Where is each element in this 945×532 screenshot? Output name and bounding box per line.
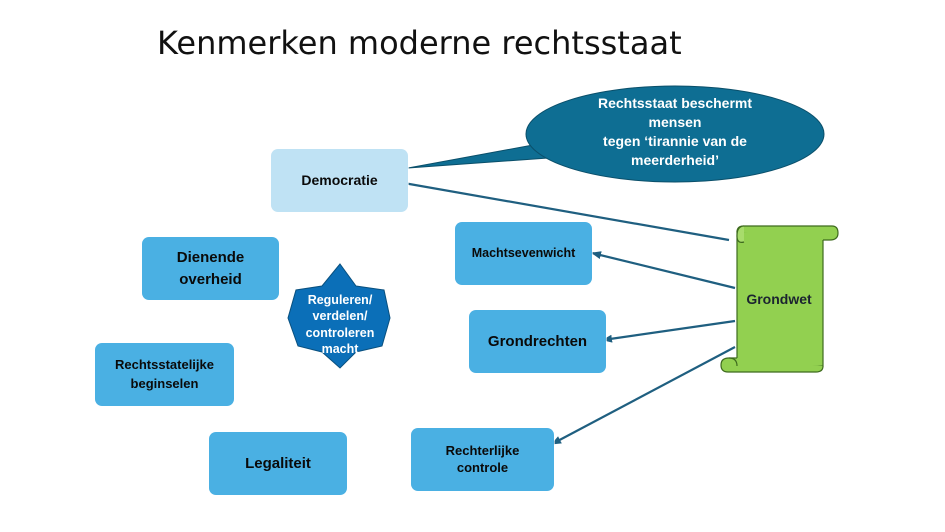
box-rechterlijke-controle: Rechterlijke controle <box>411 428 554 491</box>
box-legaliteit: Legaliteit <box>209 432 347 495</box>
box-democratie-label: Democratie <box>301 172 378 189</box>
box-grondrechten: Grondrechten <box>469 310 606 373</box>
box-rechtsstatelijke-line-1: Rechtsstatelijke <box>115 356 214 372</box>
star-line-2: verdelen/ <box>312 309 368 324</box>
scroll-label: Grondwet <box>746 291 812 307</box>
box-dienende-line-1: Dienende <box>176 248 245 266</box>
arrow-to-grondrechten <box>602 319 736 343</box>
box-dienende-line-2: overheid <box>179 270 242 288</box>
bubble-line-2: mensen <box>648 113 702 130</box>
star-text: Reguleren/ verdelen/ controleren macht <box>300 292 380 357</box>
box-rechtsstatelijke-line-2: beginselen <box>130 375 199 391</box>
bubble-text: Rechtsstaat beschermt mensen tegen ‘tira… <box>540 94 810 170</box>
arrow-to-rechterlijke-controle <box>551 346 736 445</box>
box-dienende-overheid: Dienende overheid <box>142 237 279 300</box>
box-machtsevenwicht-label: Machtsevenwicht <box>471 246 576 261</box>
box-rechterlijke-line-2: controle <box>456 459 509 475</box>
star-line-1: Reguleren/ <box>307 293 373 307</box>
speech-bubble <box>407 85 825 183</box>
star-shape <box>287 263 391 369</box>
bubble-line-1: Rechtsstaat beschermt <box>597 95 753 111</box>
bubble-line-3: tegen ‘tirannie van de <box>603 132 747 149</box>
scroll-shape <box>720 225 839 373</box>
box-democratie: Democratie <box>271 149 408 212</box>
bubble-line-4: meerderheid’ <box>631 151 719 168</box>
box-grondrechten-label: Grondrechten <box>487 332 588 350</box>
arrow-to-democratie <box>397 179 730 242</box>
box-rechtsstatelijke-beginselen: Rechtsstatelijke beginselen <box>95 343 234 406</box>
star-line-4: macht <box>321 341 359 356</box>
slide-title: Kenmerken moderne rechtsstaat <box>157 24 682 62</box>
star-line-3: controleren <box>305 325 375 340</box>
arrows <box>397 179 736 445</box>
box-legaliteit-label: Legaliteit <box>245 454 311 472</box>
box-rechterlijke-line-1: Rechterlijke <box>445 443 520 459</box>
box-machtsevenwicht: Machtsevenwicht <box>455 222 592 285</box>
arrow-to-machtsevenwicht <box>591 251 736 290</box>
